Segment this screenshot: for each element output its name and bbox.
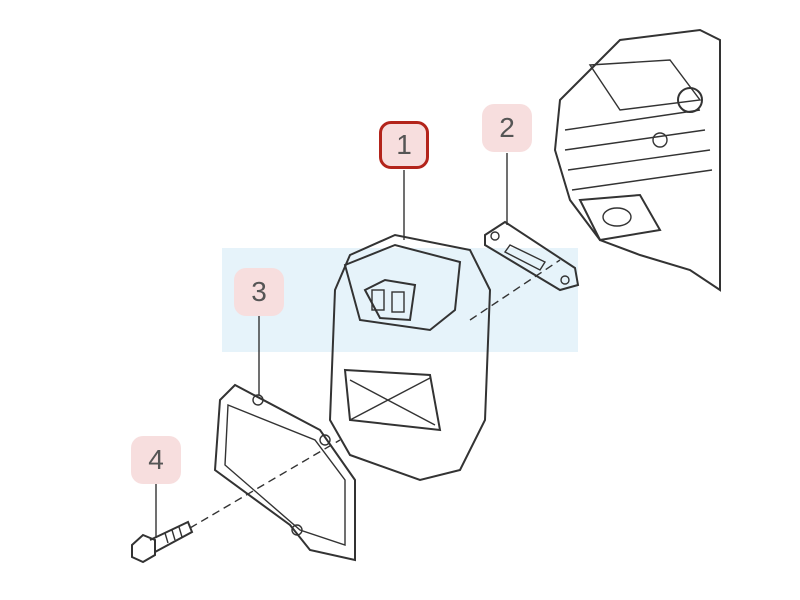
callout-3[interactable]: 3 xyxy=(234,268,284,316)
cover-plate-drawing xyxy=(213,383,356,562)
cylinder-drawing xyxy=(553,28,721,292)
callout-4[interactable]: 4 xyxy=(131,436,181,484)
callout-1[interactable]: 1 xyxy=(379,121,429,169)
callout-label: 4 xyxy=(148,444,164,475)
bolt-drawing xyxy=(131,520,194,564)
muffler-drawing xyxy=(328,233,492,482)
leader-lines xyxy=(155,153,561,538)
callout-2[interactable]: 2 xyxy=(482,104,532,152)
gasket-drawing xyxy=(484,220,580,292)
callout-label: 1 xyxy=(396,129,412,160)
callout-label: 3 xyxy=(251,276,267,307)
callout-label: 2 xyxy=(499,112,515,143)
